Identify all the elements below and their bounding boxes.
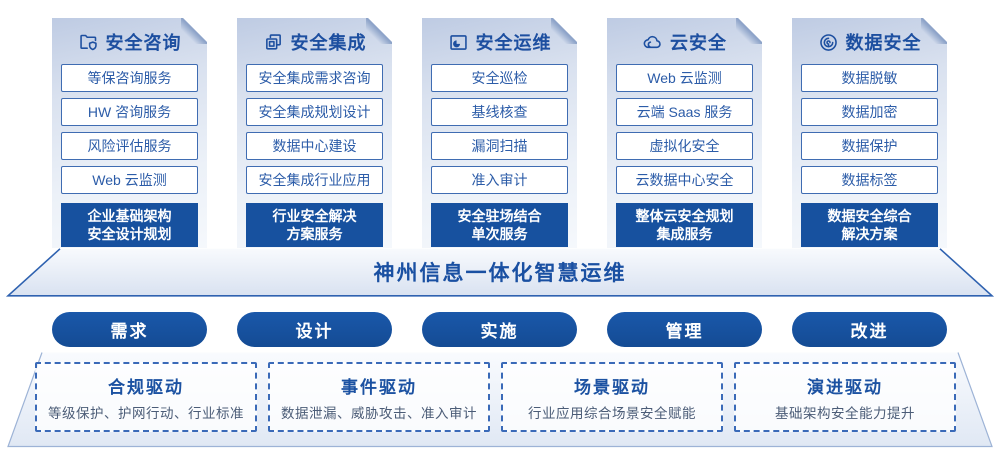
service-item: 云数据中心安全 bbox=[616, 166, 753, 194]
footer-line: 行业安全解决 bbox=[272, 208, 357, 224]
footer-line: 单次服务 bbox=[471, 226, 528, 242]
driver-title: 事件驱动 bbox=[341, 377, 417, 397]
column-title: 安全运维 bbox=[475, 33, 552, 53]
service-item: 安全集成需求咨询 bbox=[246, 64, 383, 92]
service-item: 数据保护 bbox=[801, 132, 938, 160]
service-item: Web 云监测 bbox=[61, 166, 198, 194]
service-column-cloud: 云安全 Web 云监测 云端 Saas 服务 虚拟化安全 云数据中心安全 整体云… bbox=[607, 18, 762, 248]
service-item: 数据标签 bbox=[801, 166, 938, 194]
column-header: 安全集成 bbox=[241, 29, 388, 55]
service-item: 漏洞扫描 bbox=[431, 132, 568, 160]
service-item: Web 云监测 bbox=[616, 64, 753, 92]
column-title: 安全集成 bbox=[290, 33, 367, 53]
column-footer: 企业基础架构 安全设计规划 bbox=[61, 203, 198, 247]
service-item: 数据加密 bbox=[801, 98, 938, 126]
footer-line: 整体云安全规划 bbox=[635, 208, 734, 224]
process-step-pill: 需求 bbox=[52, 312, 207, 347]
footer-line: 方案服务 bbox=[286, 226, 343, 242]
column-footer: 行业安全解决 方案服务 bbox=[246, 203, 383, 247]
footer-line: 解决方案 bbox=[841, 226, 898, 242]
fingerprint-icon bbox=[818, 32, 839, 53]
driver-box-incident: 事件驱动 数据泄漏、威胁攻击、准入审计 bbox=[268, 362, 490, 432]
service-column-consulting: 安全咨询 等保咨询服务 HW 咨询服务 风险评估服务 Web 云监测 企业基础架… bbox=[52, 18, 207, 248]
column-title: 安全咨询 bbox=[105, 33, 182, 53]
cloud-icon bbox=[642, 32, 663, 53]
service-item: 风险评估服务 bbox=[61, 132, 198, 160]
service-item: 准入审计 bbox=[431, 166, 568, 194]
column-title: 数据安全 bbox=[845, 33, 922, 53]
column-header: 安全运维 bbox=[426, 29, 573, 55]
banner-trapezoid bbox=[5, 248, 995, 297]
documents-icon bbox=[263, 32, 284, 53]
driver-description: 行业应用综合场景安全赋能 bbox=[528, 405, 696, 421]
service-column-operations: 安全运维 安全巡检 基线核查 漏洞扫描 准入审计 安全驻场结合 单次服务 bbox=[422, 18, 577, 248]
driver-description: 基础架构安全能力提升 bbox=[775, 405, 915, 421]
driver-description: 数据泄漏、威胁攻击、准入审计 bbox=[281, 405, 477, 421]
service-item: HW 咨询服务 bbox=[61, 98, 198, 126]
footer-line: 安全设计规划 bbox=[87, 226, 172, 242]
column-footer: 安全驻场结合 单次服务 bbox=[431, 203, 568, 247]
footer-line: 安全驻场结合 bbox=[457, 208, 542, 224]
driver-box-compliance: 合规驱动 等级保护、护网行动、行业标准 bbox=[35, 362, 257, 432]
process-step-pill: 实施 bbox=[422, 312, 577, 347]
driver-title: 演进驱动 bbox=[807, 377, 883, 397]
service-item: 云端 Saas 服务 bbox=[616, 98, 753, 126]
service-item: 等保咨询服务 bbox=[61, 64, 198, 92]
footer-line: 数据安全综合 bbox=[827, 208, 912, 224]
service-column-data-security: 数据安全 数据脱敏 数据加密 数据保护 数据标签 数据安全综合 解决方案 bbox=[792, 18, 947, 248]
driver-box-scenario: 场景驱动 行业应用综合场景安全赋能 bbox=[501, 362, 723, 432]
service-item: 虚拟化安全 bbox=[616, 132, 753, 160]
pie-folder-icon bbox=[448, 32, 469, 53]
service-column-integration: 安全集成 安全集成需求咨询 安全集成规划设计 数据中心建设 安全集成行业应用 行… bbox=[237, 18, 392, 248]
service-item: 数据脱敏 bbox=[801, 64, 938, 92]
service-item: 数据中心建设 bbox=[246, 132, 383, 160]
column-footer: 数据安全综合 解决方案 bbox=[801, 203, 938, 247]
folder-shield-icon bbox=[78, 32, 99, 53]
service-item: 安全集成行业应用 bbox=[246, 166, 383, 194]
service-item: 安全集成规划设计 bbox=[246, 98, 383, 126]
process-step-pill: 设计 bbox=[237, 312, 392, 347]
footer-line: 集成服务 bbox=[656, 226, 713, 242]
process-step-pill: 改进 bbox=[792, 312, 947, 347]
column-header: 云安全 bbox=[611, 29, 758, 55]
driver-title: 场景驱动 bbox=[574, 377, 650, 397]
driver-box-evolution: 演进驱动 基础架构安全能力提升 bbox=[734, 362, 956, 432]
process-step-pill: 管理 bbox=[607, 312, 762, 347]
service-item: 基线核查 bbox=[431, 98, 568, 126]
column-footer: 整体云安全规划 集成服务 bbox=[616, 203, 753, 247]
column-title: 云安全 bbox=[670, 33, 727, 53]
column-header: 数据安全 bbox=[796, 29, 943, 55]
driver-title: 合规驱动 bbox=[108, 377, 184, 397]
footer-line: 企业基础架构 bbox=[87, 208, 172, 224]
service-item: 安全巡检 bbox=[431, 64, 568, 92]
banner-title: 神州信息一体化智慧运维 bbox=[373, 262, 627, 285]
driver-description: 等级保护、护网行动、行业标准 bbox=[48, 405, 244, 421]
column-header: 安全咨询 bbox=[56, 29, 203, 55]
